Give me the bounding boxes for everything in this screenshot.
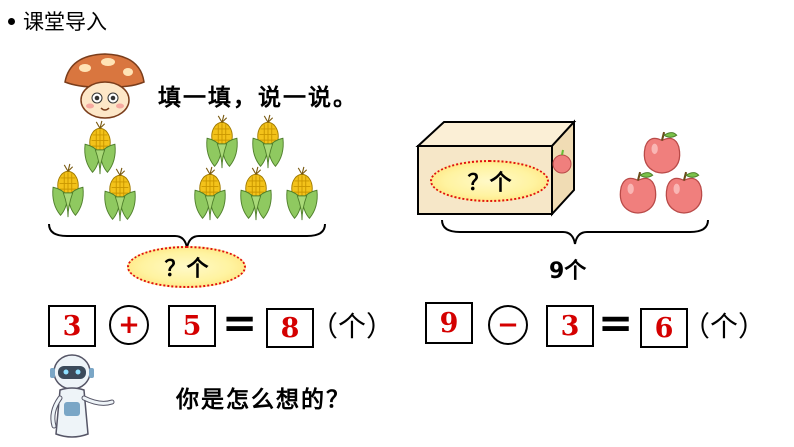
addend-b: 5 — [182, 310, 202, 342]
sum-value: 8 — [280, 312, 300, 344]
apple-icon — [643, 131, 681, 174]
left-question-tag: ？个 — [127, 246, 246, 288]
difference-box: 6 — [640, 308, 688, 348]
minus-sign: − — [497, 310, 519, 340]
prompt-text: 你是怎么想的？ — [176, 387, 351, 413]
corn-icon — [194, 166, 226, 221]
box-question-label: ？个 — [467, 171, 512, 196]
sum-box: 8 — [266, 308, 314, 348]
bullet-icon — [8, 17, 15, 25]
corn-icon — [286, 166, 318, 221]
minus-operator: − — [488, 305, 528, 345]
left-equals-sign: = — [222, 298, 258, 347]
subtrahend: 3 — [560, 310, 580, 342]
instruction-text: 填一填，说一说。 — [158, 85, 358, 111]
right-brace — [441, 219, 709, 245]
corn-icon — [104, 167, 136, 222]
apple-icon — [665, 171, 703, 214]
robot-mascot-icon — [50, 354, 115, 438]
addend-b-box: 5 — [168, 305, 216, 347]
total-label: 9个 — [549, 259, 587, 284]
addend-a: 3 — [62, 310, 82, 342]
box-question-tag: ？个 — [430, 160, 549, 202]
corn-icon — [240, 166, 272, 221]
minuend: 9 — [439, 307, 459, 339]
minuend-box: 9 — [425, 302, 473, 344]
left-unit: （个） — [310, 310, 395, 343]
apple-icon — [619, 171, 657, 214]
corn-icon — [206, 114, 238, 169]
left-question-label: ？个 — [164, 257, 209, 282]
difference-value: 6 — [654, 312, 674, 344]
section-header: 课堂导入 — [8, 6, 107, 36]
mushroom-mascot-icon — [64, 53, 145, 119]
addend-a-box: 3 — [48, 305, 96, 347]
corn-icon — [52, 163, 84, 218]
plus-operator: + — [109, 305, 149, 345]
right-unit: （个） — [682, 310, 767, 343]
right-equals-sign: = — [598, 298, 634, 347]
corn-icon — [252, 114, 284, 169]
subtrahend-box: 3 — [546, 305, 594, 347]
plus-sign: + — [118, 310, 140, 340]
section-title: 课堂导入 — [23, 10, 107, 34]
